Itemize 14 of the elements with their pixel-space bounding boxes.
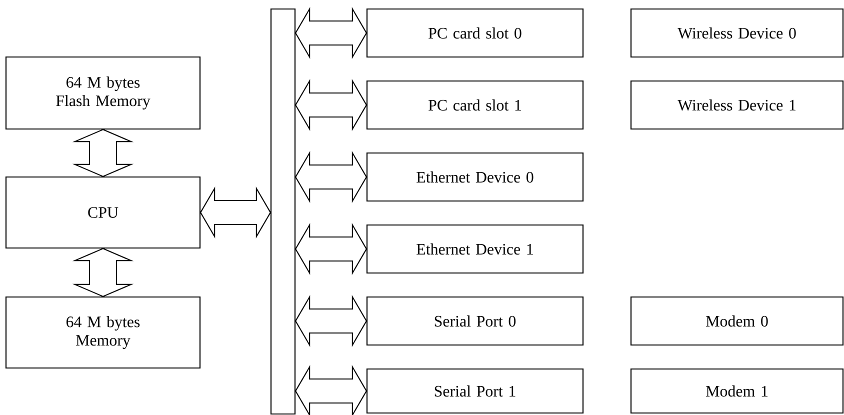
device-box: Wireless Device 0 [630, 8, 844, 58]
device-box: Modem 0 [630, 296, 844, 346]
device-box: PC card slot 0 [366, 8, 584, 58]
device-box: Modem 1 [630, 368, 844, 414]
device-box: PC card slot 1 [366, 80, 584, 130]
device-box: Serial Port 1 [366, 368, 584, 414]
device-box: Serial Port 0 [366, 296, 584, 346]
device-box: Ethernet Device 0 [366, 152, 584, 202]
device-box: Wireless Device 1 [630, 80, 844, 130]
device-box: Ethernet Device 1 [366, 224, 584, 274]
memory-box: 64 M bytes Memory [5, 296, 201, 369]
memory-box: 64 M bytes Flash Memory [5, 56, 201, 130]
bus-bar [270, 8, 296, 415]
cpu-box: CPU [5, 176, 201, 249]
